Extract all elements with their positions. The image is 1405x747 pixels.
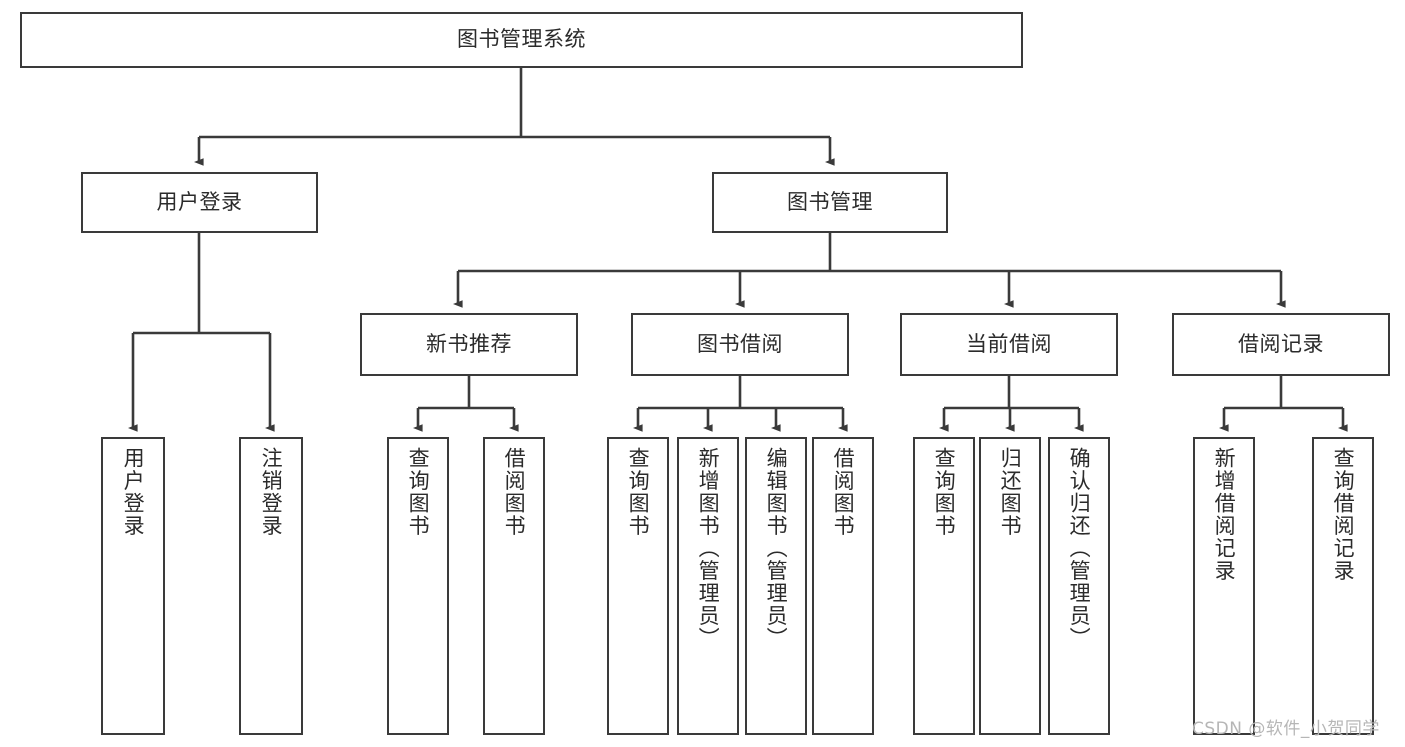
node-leaf-return-book[interactable]: 归还图书 [979, 437, 1041, 735]
node-leaf-edit-book-label: 编辑图书（管理员） [764, 447, 789, 650]
node-borrow-record[interactable]: 借阅记录 [1172, 313, 1390, 376]
watermark-text: CSDN @软件_小贺同学 [1192, 719, 1380, 739]
node-leaf-borrow-book-2-label: 借阅图书 [831, 447, 856, 537]
node-leaf-query-book-3[interactable]: 查询图书 [913, 437, 975, 735]
node-leaf-query-book-1-label: 查询图书 [406, 447, 431, 537]
node-book-borrow-label: 图书借阅 [697, 331, 783, 356]
node-leaf-add-book[interactable]: 新增图书（管理员） [677, 437, 739, 735]
node-leaf-query-borrow-record-label: 查询借阅记录 [1331, 447, 1356, 582]
node-leaf-borrow-book-1-label: 借阅图书 [502, 447, 527, 537]
node-borrow-record-label: 借阅记录 [1238, 331, 1324, 356]
node-root[interactable]: 图书管理系统 [20, 12, 1023, 68]
node-leaf-confirm-return-label: 确认归还（管理员） [1067, 447, 1092, 650]
node-book-management[interactable]: 图书管理 [712, 172, 948, 233]
node-current-borrow-label: 当前借阅 [966, 331, 1052, 356]
node-leaf-borrow-book-1[interactable]: 借阅图书 [483, 437, 545, 735]
node-leaf-query-book-2[interactable]: 查询图书 [607, 437, 669, 735]
node-leaf-user-login-label: 用户登录 [121, 447, 146, 537]
node-leaf-return-book-label: 归还图书 [998, 447, 1023, 537]
node-leaf-query-book-2-label: 查询图书 [626, 447, 651, 537]
node-leaf-add-borrow-record[interactable]: 新增借阅记录 [1193, 437, 1255, 735]
node-user-login[interactable]: 用户登录 [81, 172, 318, 233]
node-leaf-logout-login-label: 注销登录 [259, 447, 284, 537]
node-leaf-query-book-1[interactable]: 查询图书 [387, 437, 449, 735]
node-leaf-query-borrow-record[interactable]: 查询借阅记录 [1312, 437, 1374, 735]
node-leaf-logout-login[interactable]: 注销登录 [239, 437, 303, 735]
node-leaf-user-login[interactable]: 用户登录 [101, 437, 165, 735]
node-leaf-confirm-return[interactable]: 确认归还（管理员） [1048, 437, 1110, 735]
node-leaf-edit-book[interactable]: 编辑图书（管理员） [745, 437, 807, 735]
node-leaf-query-book-3-label: 查询图书 [932, 447, 957, 537]
node-root-label: 图书管理系统 [457, 27, 586, 52]
node-current-borrow[interactable]: 当前借阅 [900, 313, 1118, 376]
node-book-management-label: 图书管理 [787, 189, 873, 214]
node-leaf-add-book-label: 新增图书（管理员） [696, 447, 721, 650]
node-leaf-borrow-book-2[interactable]: 借阅图书 [812, 437, 874, 735]
node-new-book-recommend-label: 新书推荐 [426, 331, 512, 356]
node-book-borrow[interactable]: 图书借阅 [631, 313, 849, 376]
node-user-login-label: 用户登录 [156, 189, 243, 214]
node-new-book-recommend[interactable]: 新书推荐 [360, 313, 578, 376]
node-leaf-add-borrow-record-label: 新增借阅记录 [1212, 447, 1237, 582]
